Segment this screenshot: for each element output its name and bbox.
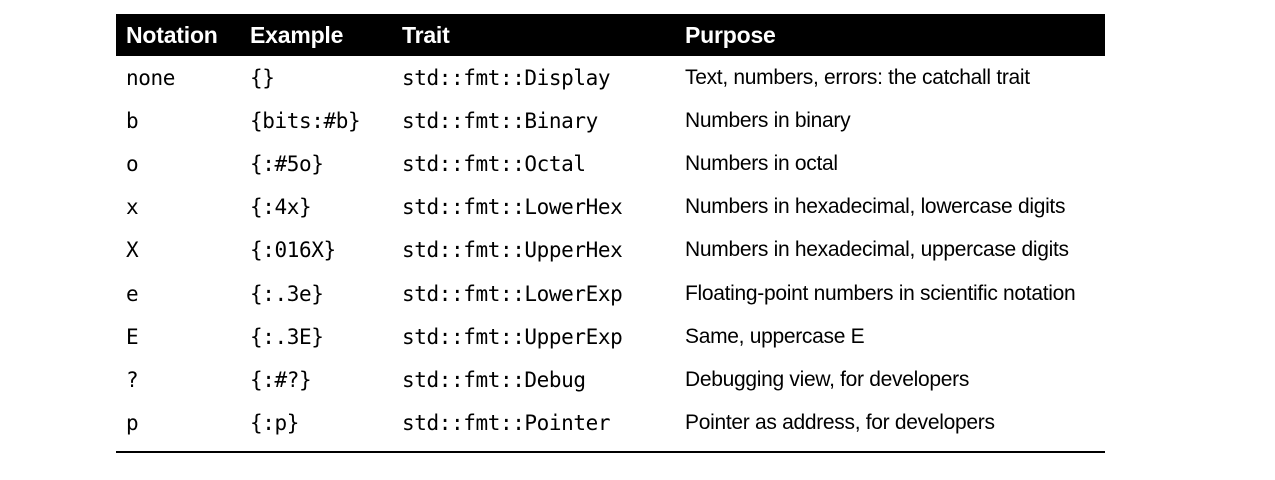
cell-notation: x xyxy=(116,185,240,229)
cell-trait: std::fmt::LowerExp xyxy=(392,271,675,316)
cell-notation: X xyxy=(116,228,240,272)
cell-notation: o xyxy=(116,142,240,186)
table-header-row: Notation Example Trait Purpose xyxy=(116,14,1105,56)
column-header-example: Example xyxy=(240,14,392,56)
cell-trait: std::fmt::Binary xyxy=(392,99,675,143)
cell-purpose: Same, uppercase E xyxy=(675,315,1105,359)
cell-purpose: Text, numbers, errors: the catchall trai… xyxy=(675,56,1105,100)
cell-example: {:016X} xyxy=(240,228,392,272)
cell-notation: p xyxy=(116,401,240,445)
column-header-notation: Notation xyxy=(116,14,240,56)
cell-purpose: Floating-point numbers in scientific not… xyxy=(675,271,1105,316)
cell-trait: std::fmt::UpperHex xyxy=(392,228,675,272)
cell-example: {:p} xyxy=(240,401,392,445)
table-row: b {bits:#b} std::fmt::Binary Numbers in … xyxy=(116,99,1105,143)
cell-trait: std::fmt::Pointer xyxy=(392,401,675,445)
cell-purpose: Pointer as address, for developers xyxy=(675,401,1105,445)
cell-example: {:#?} xyxy=(240,358,392,402)
format-notation-table-container: Notation Example Trait Purpose none {} s… xyxy=(116,14,1105,445)
table-bottom-rule xyxy=(116,451,1105,453)
table-row: p {:p} std::fmt::Pointer Pointer as addr… xyxy=(116,401,1105,445)
cell-notation: none xyxy=(116,56,240,100)
cell-trait: std::fmt::LowerHex xyxy=(392,185,675,229)
cell-notation: E xyxy=(116,315,240,359)
table-row: o {:#5o} std::fmt::Octal Numbers in octa… xyxy=(116,142,1105,186)
cell-example: {:.3e} xyxy=(240,271,392,316)
table-row: ? {:#?} std::fmt::Debug Debugging view, … xyxy=(116,358,1105,402)
column-header-purpose: Purpose xyxy=(675,14,1105,56)
cell-notation: b xyxy=(116,99,240,143)
column-header-trait: Trait xyxy=(392,14,675,56)
cell-purpose: Numbers in octal xyxy=(675,142,1105,186)
cell-purpose: Numbers in hexadecimal, lowercase digits xyxy=(675,185,1105,229)
cell-example: {:.3E} xyxy=(240,315,392,359)
table-body: none {} std::fmt::Display Text, numbers,… xyxy=(116,56,1105,445)
table-header: Notation Example Trait Purpose xyxy=(116,14,1105,56)
cell-purpose: Numbers in binary xyxy=(675,99,1105,143)
cell-trait: std::fmt::Debug xyxy=(392,358,675,402)
cell-trait: std::fmt::Display xyxy=(392,56,675,100)
cell-example: {bits:#b} xyxy=(240,99,392,143)
cell-purpose: Debugging view, for developers xyxy=(675,358,1105,402)
table-row: E {:.3E} std::fmt::UpperExp Same, upperc… xyxy=(116,315,1105,359)
cell-example: {:#5o} xyxy=(240,142,392,186)
cell-purpose: Numbers in hexadecimal, uppercase digits xyxy=(675,228,1105,272)
cell-example: {} xyxy=(240,56,392,100)
table-row: none {} std::fmt::Display Text, numbers,… xyxy=(116,56,1105,100)
table-row: x {:4x} std::fmt::LowerHex Numbers in he… xyxy=(116,185,1105,229)
cell-notation: e xyxy=(116,271,240,316)
cell-example: {:4x} xyxy=(240,185,392,229)
cell-notation: ? xyxy=(116,358,240,402)
table-row: e {:.3e} std::fmt::LowerExp Floating-poi… xyxy=(116,271,1105,316)
cell-trait: std::fmt::UpperExp xyxy=(392,315,675,359)
cell-trait: std::fmt::Octal xyxy=(392,142,675,186)
format-notation-table: Notation Example Trait Purpose none {} s… xyxy=(116,14,1105,445)
table-row: X {:016X} std::fmt::UpperHex Numbers in … xyxy=(116,228,1105,272)
